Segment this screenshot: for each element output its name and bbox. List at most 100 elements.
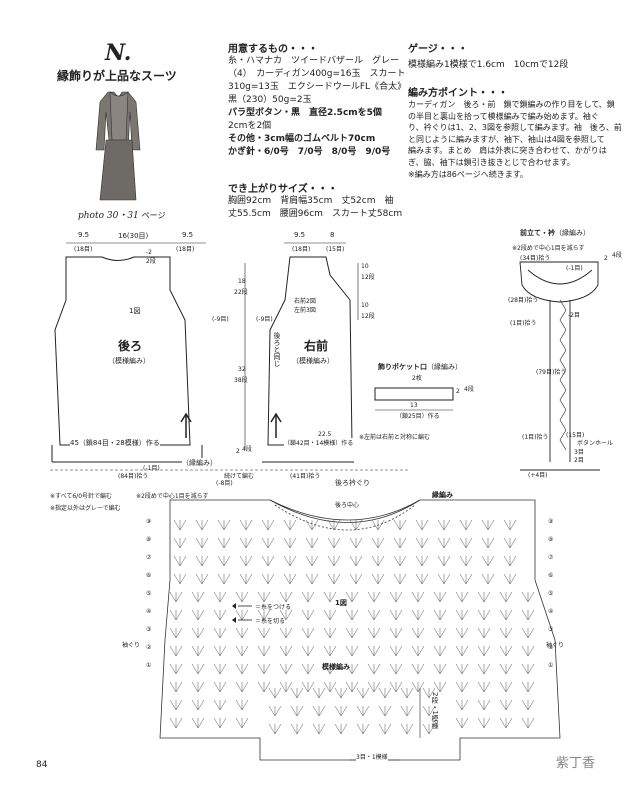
fan-stitch [301,627,315,639]
fan-stitch [415,519,429,531]
fan-stitch [389,681,403,693]
chart-neck-center: 後ろ中心 [335,502,360,509]
fan-stitch [371,537,385,549]
front-ref-left: 左前3図 [294,307,316,314]
back-neck-dec-rows: 2段 [146,258,156,265]
fan-stitch [481,537,495,549]
continue-label: 続けて編む [224,471,255,480]
fan-stitch [499,699,513,711]
fan-stitch [521,591,535,603]
fan-stitch [261,537,275,549]
back-bottom-pickup: (84目)拾う [118,471,149,480]
fan-stitch [191,609,205,621]
fan-stitch [235,663,249,675]
fan-stitch [261,519,275,531]
points-section: 編み方ポイント・・・ カーディガン 後ろ・前 鎖で鎖編みの作り目をして、鎖 の半… [408,84,636,180]
fan-stitch [261,573,275,585]
fan-stitch [389,645,403,657]
fan-stitch [367,591,381,603]
fan-stitch [169,591,183,603]
fan-stitch [235,591,249,603]
materials-line: （4） カーディガン400g=16玉 スカート [228,69,406,80]
fan-stitch [279,663,293,675]
fan-stitch [411,627,425,639]
chart-repeat-rows: 2段・1模様 [431,692,439,729]
fan-stitch [213,645,227,657]
fan-stitch [433,609,447,621]
fan-stitch [349,537,363,549]
front-start-chain: （鎖42目・14模様）作る [284,438,354,447]
materials-line: その他・3cm幅のゴムベルト70cm [228,134,376,145]
buttonhole-3st: 3目 [574,449,584,456]
fan-stitch [213,609,227,621]
fan-stitch [521,699,535,711]
fan-stitch [371,519,385,531]
collar-height: 2 [604,255,608,262]
fan-stitch [290,705,304,717]
pocket-heading: 飾りポケット口（縁編み） [378,363,462,371]
fan-stitch [345,645,359,657]
chart-pattern-label: 模様編み [322,663,350,671]
fan-stitch [378,687,392,699]
legend-attach-yarn: ＝糸をつける [255,604,292,611]
front-dim-neck-st: (15目) [326,246,345,253]
fan-stitch [283,519,297,531]
fan-stitch [239,555,253,567]
row-number: ⑥ [146,572,152,579]
fan-stitch [521,627,535,639]
watermark-text: 紫丁香 [556,756,596,771]
fan-stitch [191,699,205,711]
front-dim-shoulder-st: (18目) [292,246,311,253]
fan-stitch [455,591,469,603]
front-ref-right: 右前2図 [294,298,316,305]
points-line: ぎ、脇、袖下は鎖引き抜きとじで合わせます。 [408,157,575,167]
fan-stitch [521,717,535,729]
fan-stitch [301,609,315,621]
fan-stitch [312,723,326,735]
fan-stitch [389,591,403,603]
collar-arc-stitches [269,499,421,531]
fan-stitch [195,555,209,567]
collar-center-note: ※2段めで中心1目を減らす [512,245,585,252]
fan-stitch [503,537,517,549]
fan-stitch [499,681,513,693]
fan-stitch [191,627,205,639]
fan-stitch [477,609,491,621]
back-start-chain: 45（鎖84目・28模様）作る [70,438,160,448]
fan-stitch [415,537,429,549]
chart-armhole-left: 袖ぐり [122,642,141,649]
fan-stitch [239,519,253,531]
fan-stitch [521,681,535,693]
fan-stitch [305,555,319,567]
row-number: ⑧ [146,536,152,543]
chart-edge-label: 縁編み [432,491,453,499]
collar-rows: 4段 [612,252,622,259]
fan-stitch [378,705,392,717]
fan-stitch [257,627,271,639]
front-bottom-pickup: (41目)拾う [290,471,321,480]
row-number: ③ [548,626,554,633]
finish-line: 丈55.5cm 腰囲96cm スカート丈58cm [228,209,403,220]
fan-stitch [389,663,403,675]
row-number: ⑦ [548,554,554,561]
pocket-rows: 4段 [464,386,474,393]
stitch-chart-outline [159,499,561,761]
fan-stitch [239,573,253,585]
fan-stitch [169,699,183,711]
fan-stitch [169,663,183,675]
fan-stitch [345,609,359,621]
back-hem-dec: (-1目) [143,465,160,472]
back-hem-label: （縁編み） [182,458,217,468]
front-side-dec: (-9目) [256,316,273,323]
fan-stitch [327,519,341,531]
fan-stitch [459,573,473,585]
row-number: ⑧ [548,536,554,543]
fan-stitch [433,645,447,657]
points-line: 編みます。まとめ 肩は外表に突き合わせて、かがりは [408,146,607,156]
chart-row-numbers: ⑨ ⑧ ⑦ ⑥ ⑤ ④ ③ ② ① [146,518,160,680]
fan-stitch [169,627,183,639]
buttonhole-label: ボタンホール [577,440,614,447]
note-color: ※指定以外はグレーで編む [50,505,121,512]
front-pattern-label: （模様編み） [292,357,334,365]
fan-stitch [239,537,253,549]
